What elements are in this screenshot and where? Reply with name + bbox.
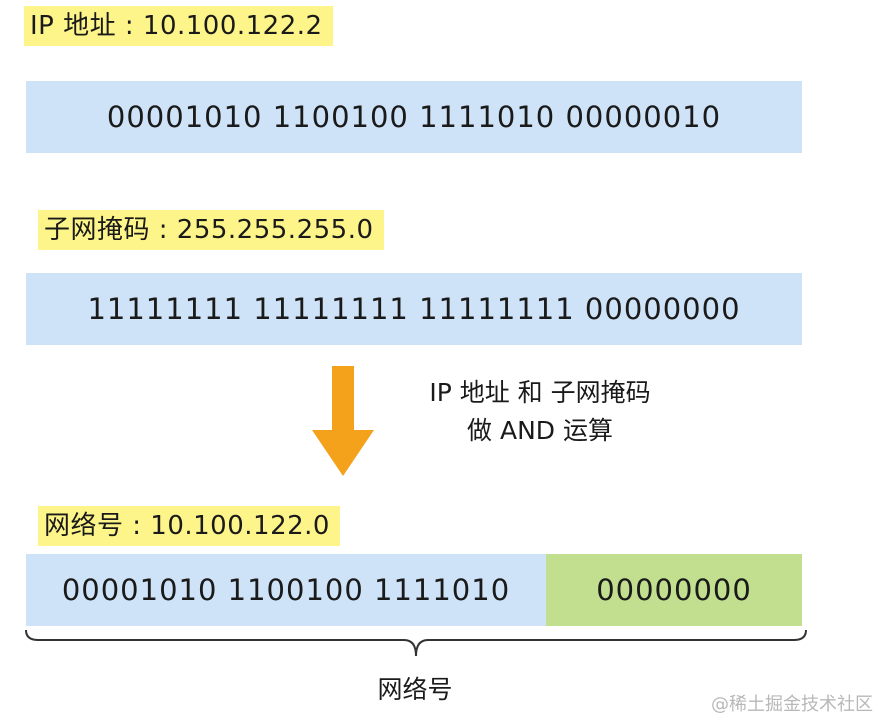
mask-binary-bar: 11111111 11111111 11111111 00000000 [26,273,802,345]
watermark: @稀土掘金技术社区 [711,694,873,715]
subnet-mask-label: 子网掩码 : 255.255.255.0 [38,210,384,250]
network-brace [25,629,807,657]
ip-binary-bar: 00001010 1100100 1111010 00000010 [26,81,802,153]
down-arrow-icon [312,366,374,476]
operation-text-line2: 做 AND 运算 [467,416,613,445]
operation-text-line1: IP 地址 和 子网掩码 [429,378,651,407]
network-binary-bar: 00001010 1100100 1111010 [26,554,546,626]
host-binary-bar: 00000000 [546,554,802,626]
network-number-label: 网络号 : 10.100.122.0 [38,506,340,546]
network-brace-label: 网络号 [377,675,453,704]
ip-address-label: IP 地址 : 10.100.122.2 [24,6,333,46]
